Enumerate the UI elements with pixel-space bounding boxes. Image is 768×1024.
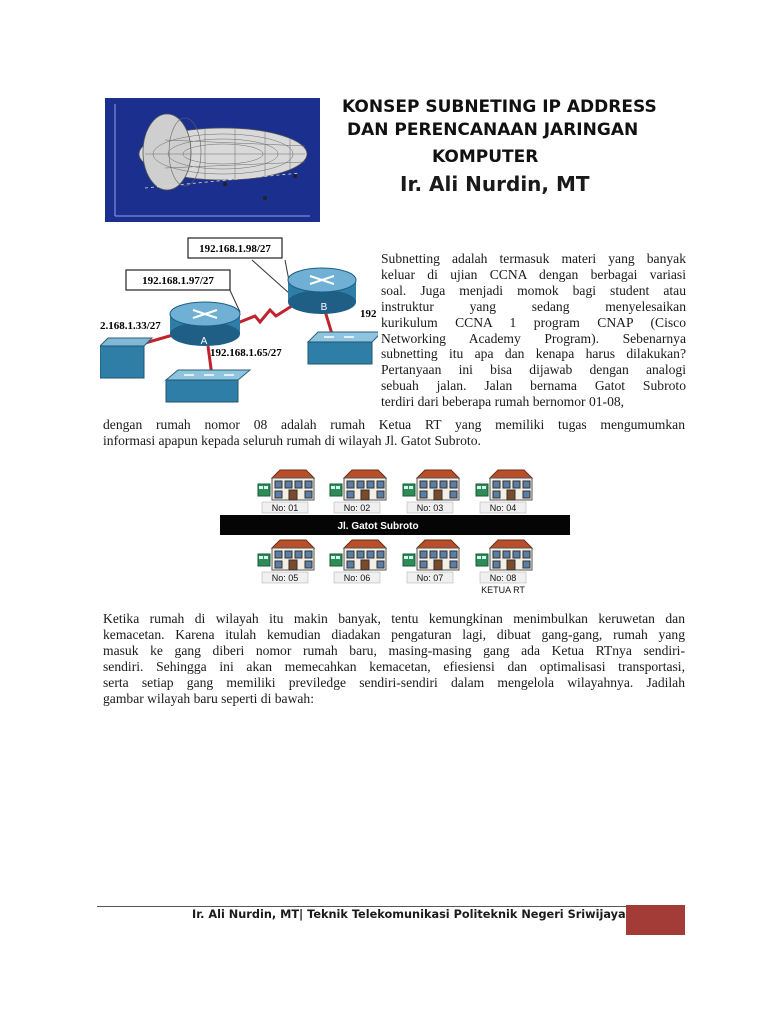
network-diagram: A B 192.168.1.98/27 192.168.1.97/27 2.16… [98,236,384,412]
label-box-b [187,237,283,259]
router-b-icon [287,267,357,314]
document-title-line-2: DAN PERENCANAAN JARINGAN [347,120,639,140]
house-label: No: 04 [490,503,517,513]
ip-label-left: 2.168.1.33/27 [100,320,161,332]
text-line: keluar di ujian CCNA dengan berbagai var… [381,266,686,282]
paragraph-1-continued: dengan rumah nomor 08 adalah rumah Ketua… [103,417,685,449]
label-box-a [125,269,231,291]
router-a-label: A [201,336,208,347]
author-name: Ir. Ali Nurdin, MT [400,172,590,196]
router-a-icon [169,301,241,346]
text-line: masuk ke gang diberi nomor rumah baru, m… [103,642,685,658]
paragraph-1: Subnetting adalah termasuk materi yang b… [381,251,686,410]
text-line: dengan rumah nomor 08 adalah rumah Ketua… [103,417,685,432]
text-line: subnetting itu apa dan kenapa harus dila… [381,346,686,362]
footer-page-box [626,905,685,935]
house-label: No: 02 [344,503,371,513]
document-title-line-1: KONSEP SUBNETING IP ADDRESS [342,97,657,117]
house-icon [329,539,387,571]
text-line: soal. Juga menjadi momok bagi student at… [381,282,686,298]
house-icon [329,469,387,501]
street-name: Jl. Gatot Subroto [337,521,418,532]
house-label: No: 01 [272,503,299,513]
switch-left-icon [98,337,154,379]
paragraph-2: Ketika rumah di wilayah itu makin banyak… [103,611,685,706]
house-icon [402,469,460,501]
text-line: instruktur yang sedang menyelesaikan [381,298,686,314]
text-line: gambar wilayah baru seperti di bawah: [103,690,315,706]
text-line: kemacetan. Karena itulah kemudian diadak… [103,626,685,642]
text-line: Networking Academy Program). Sebenarnya [381,330,686,346]
street-bar [220,515,570,535]
house-icon [257,539,315,571]
ip-label-bottom: 192.168.1.65/27 [210,347,282,359]
serial-link [229,302,296,328]
house-icon [257,469,315,501]
text-line: sebuah jalan. Jalan bernama Gatot Subrot… [381,378,686,394]
text-line: informasi apapun kepada seluruh rumah di… [103,432,481,448]
router-b-label: B [321,302,328,313]
house-icon [475,539,533,571]
text-line: Subnetting adalah termasuk materi yang b… [381,251,686,266]
text-line: Ketika rumah di wilayah itu makin banyak… [103,611,685,626]
ip-label-b-top: 192.168.1.98/27 [199,243,271,255]
ketua-rt-label: KETUA RT [481,585,525,595]
ip-label-right: 192 [360,308,377,320]
text-line: kurikulum CCNA 1 program CNAP (Cisco [381,314,686,330]
house-label: No: 07 [417,573,444,583]
house-label: No: 08 [490,573,517,583]
text-line: Pertanyaan ini bisa dijawab dengan analo… [381,362,686,378]
house-label: No: 05 [272,573,299,583]
house-icon [475,469,533,501]
footer-divider [97,906,685,907]
switch-bottom-icon [164,369,252,403]
header-image [105,98,320,222]
houses-diagram: No: 01 No: 02 No: 03 No: 04 Jl. Gatot Su… [220,468,570,596]
footer-text: Ir. Ali Nurdin, MT| Teknik Telekomunikas… [192,908,626,921]
house-label: No: 06 [344,573,371,583]
house-icon [402,539,460,571]
house-label: No: 03 [417,503,444,513]
document-title-line-3: KOMPUTER [432,147,539,167]
text-line: terdiri dari beberapa rumah bernomor 01-… [381,394,625,410]
text-line: serta setiap gang memiliki previledge se… [103,674,685,690]
ip-label-a-top: 192.168.1.97/27 [142,275,214,287]
switch-right-icon [306,331,384,365]
link-b-switch [323,310,334,335]
wireframe-globe-icon [105,98,320,222]
text-line: sendiri. Sehingga ini akan memecahkan ke… [103,658,685,674]
